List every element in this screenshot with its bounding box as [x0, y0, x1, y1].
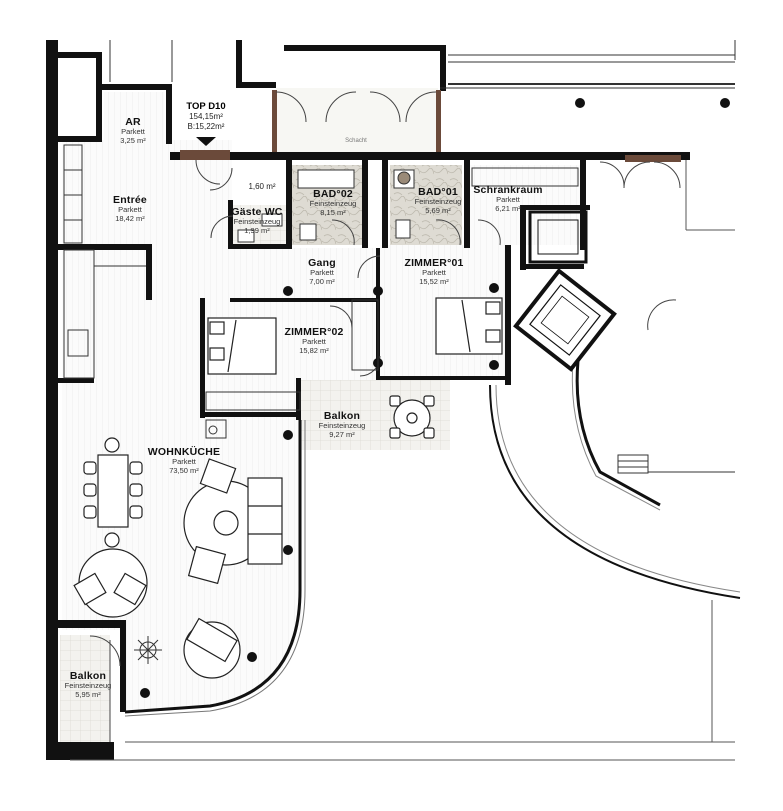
floor-ar — [104, 92, 164, 142]
kitchen-run — [63, 144, 146, 379]
unit-title-block: TOP D10 154,15m² B:15,22m² — [186, 101, 225, 132]
bed-zimmer02 — [207, 317, 277, 375]
dining-table — [83, 437, 143, 548]
room-label-balkon-mid: Balkon Feinsteinzeug 9,27 m² — [318, 410, 366, 439]
balcony-table — [389, 395, 435, 439]
room-label-balkon-left: Balkon Feinsteinzeug 5,95 m² — [64, 670, 112, 699]
door-frames — [180, 90, 681, 162]
floor-top-strip — [276, 88, 438, 156]
bath-fixtures — [237, 169, 415, 243]
room-label-bad01: BAD°01 Feinsteinzeug 5,69 m² — [414, 186, 462, 215]
room-label-zimmer02: ZIMMER°02 Parkett 15,82 m² — [284, 326, 344, 355]
room-label-ar: AR Parkett 3,25 m² — [120, 116, 146, 145]
room-label-gang: Gang Parkett 7,00 m² — [308, 257, 336, 286]
entrance-marker — [196, 137, 216, 146]
terrace-top — [109, 40, 736, 89]
room-label-entree: Entrée Parkett 18,42 m² — [113, 194, 147, 223]
floor-gang — [232, 248, 382, 298]
unit-title: TOP D10 — [186, 101, 226, 112]
door-swings — [89, 91, 681, 742]
stair-right — [617, 454, 735, 474]
wardrobes — [205, 167, 579, 439]
room-label-schrankraum: Schrankraum Parkett 6,21 m² — [473, 184, 543, 213]
room-label-gaeste-wc: Gäste WC Feinsteinzeug 1,99 m² — [231, 206, 283, 235]
floor-balkon-left — [60, 635, 110, 743]
schacht-label: Schacht — [345, 138, 367, 144]
columns — [140, 98, 730, 698]
unit-area: 154,15m² — [189, 112, 223, 122]
room-label-wohnkueche: WOHNKÜCHE Parkett 73,50 m² — [147, 446, 221, 475]
unit-balcony-area: B:15,22m² — [187, 121, 225, 131]
outdoor-lines — [70, 160, 735, 761]
room-label-bad02: BAD°02 Feinsteinzeug 8,15 m² — [309, 188, 357, 217]
plant — [134, 636, 162, 664]
storage-area-label: 1,60 m² — [248, 182, 276, 191]
room-label-zimmer01: ZIMMER°01 Parkett 15,52 m² — [404, 257, 464, 286]
lounge — [73, 458, 283, 679]
elevator-block — [513, 210, 617, 372]
walls — [46, 40, 690, 760]
bed-zimmer01 — [435, 297, 503, 355]
